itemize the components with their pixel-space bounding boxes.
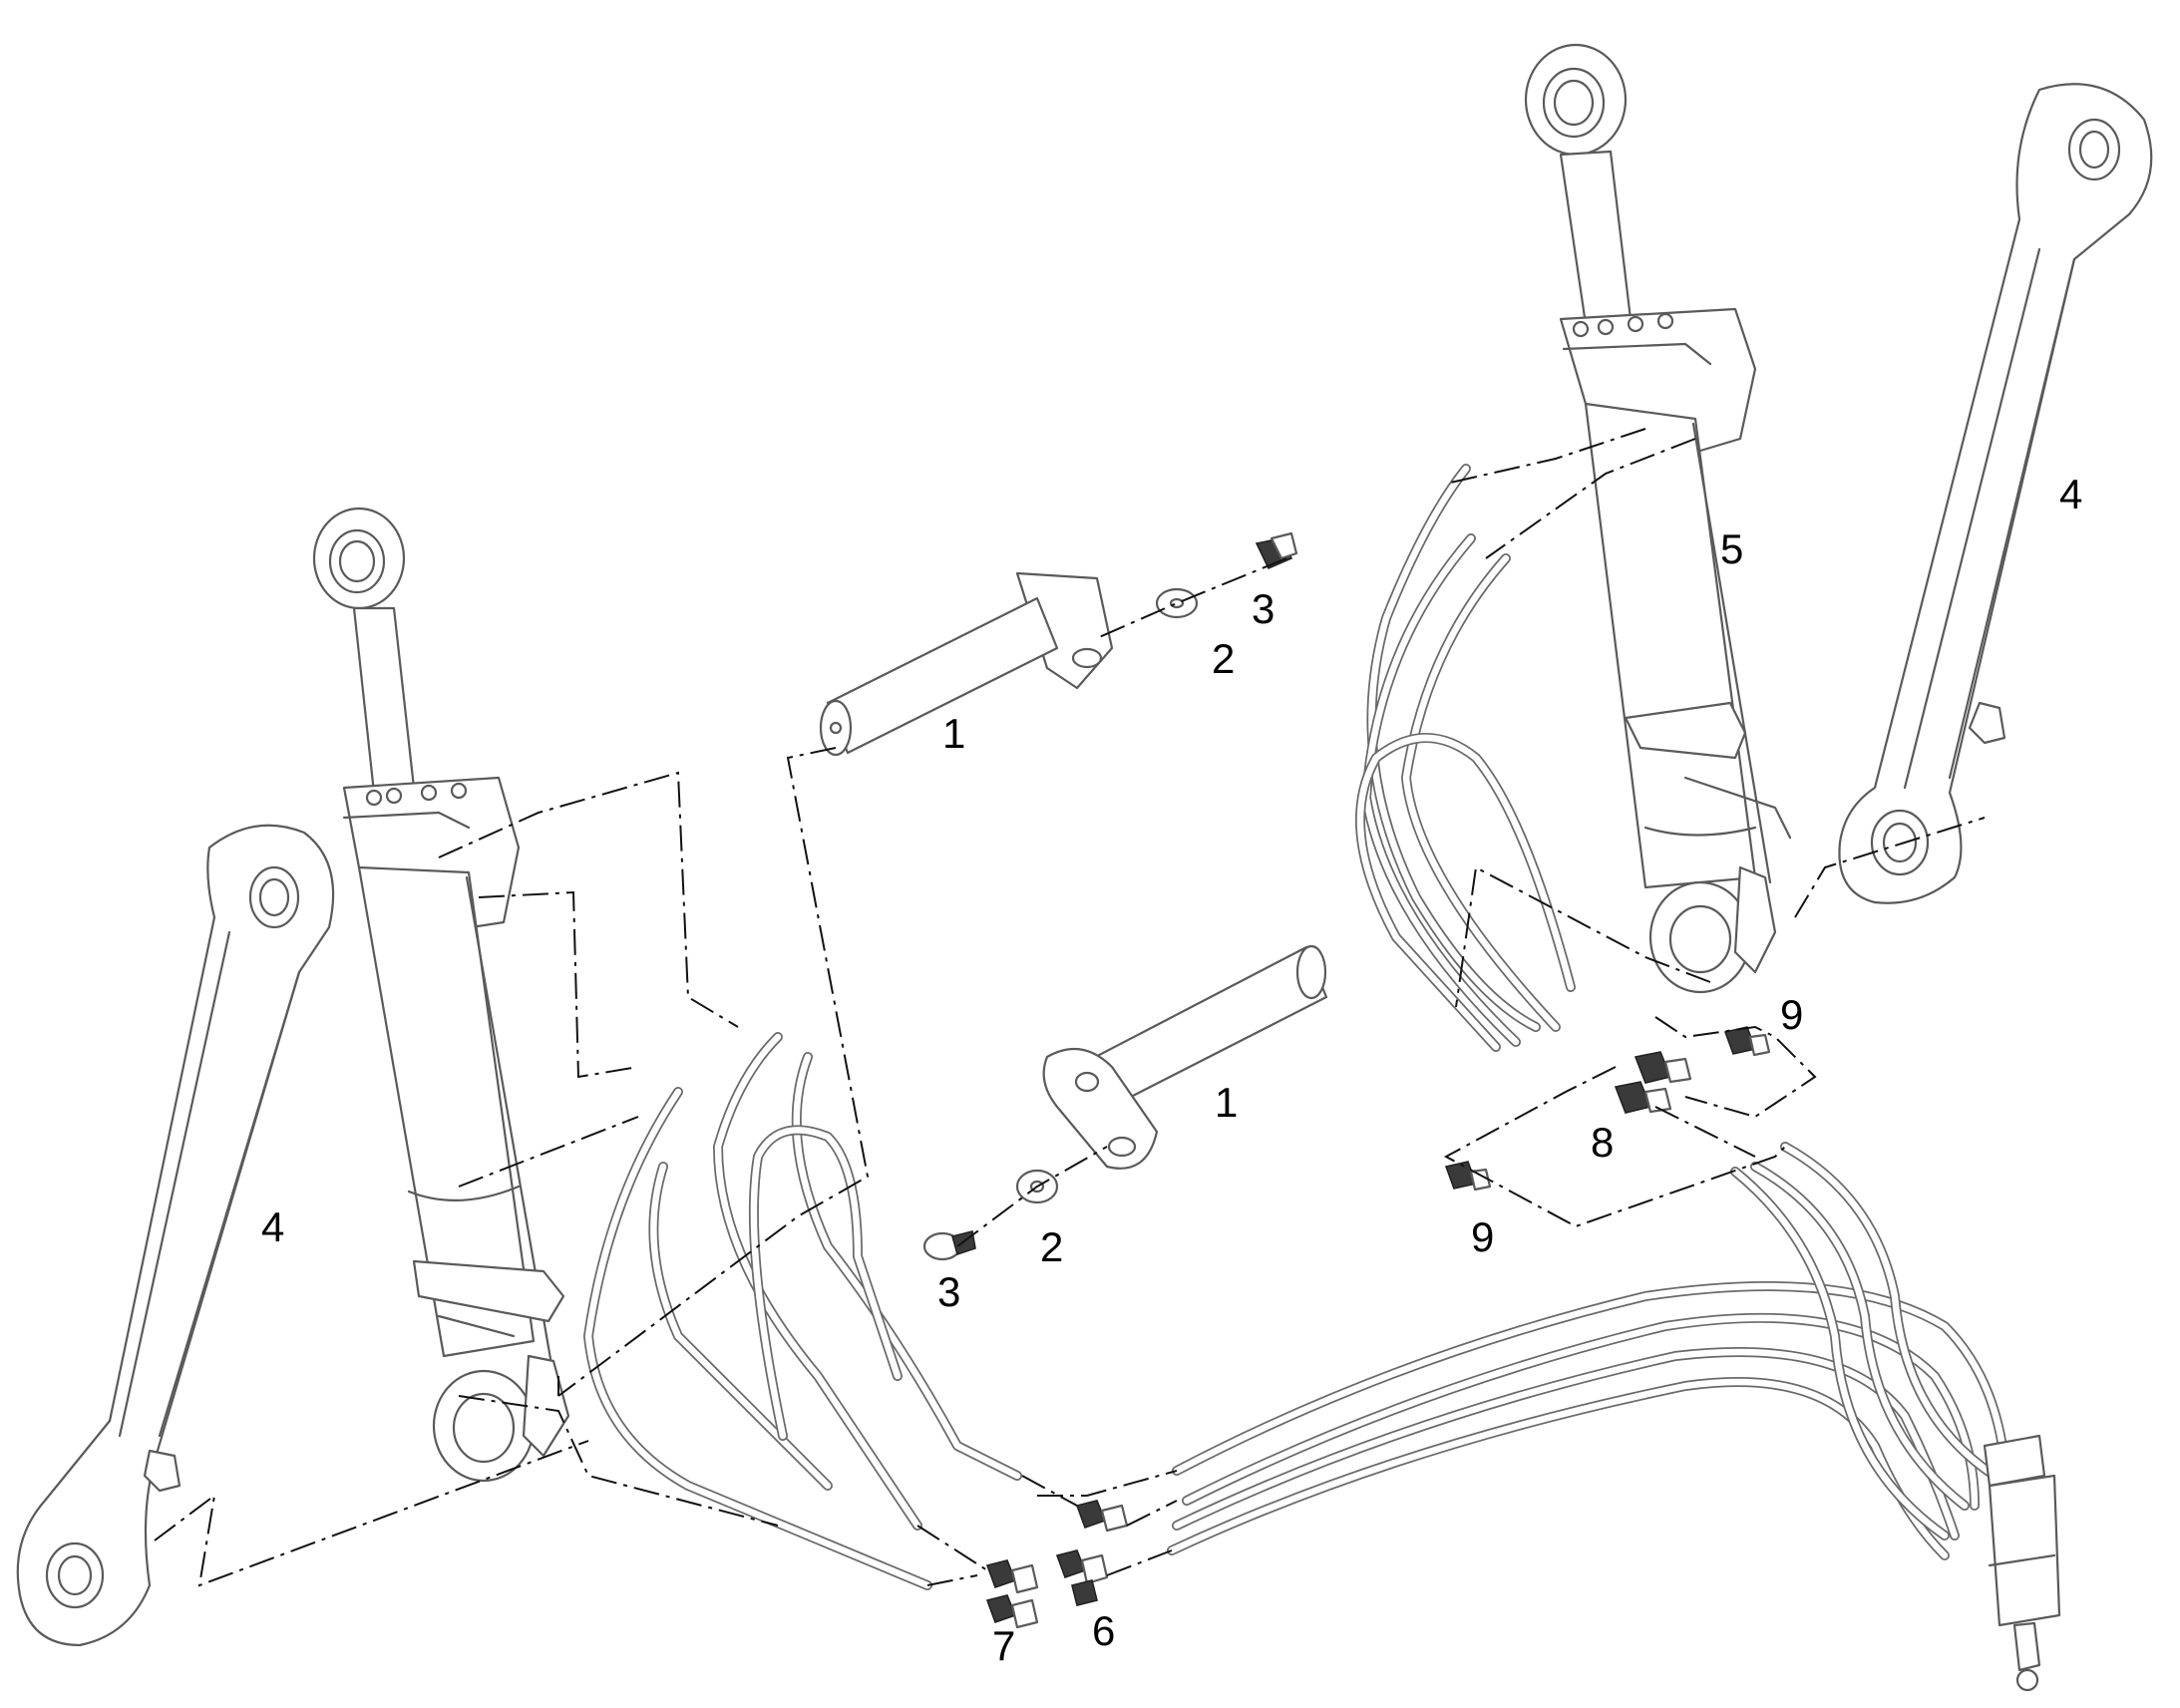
control-valve-block <box>1983 1434 2061 1692</box>
callout-pin-top: 1 <box>942 710 965 757</box>
callout-cylinder-right: 5 <box>1720 525 1743 572</box>
link-arm-left <box>16 824 335 1647</box>
adapter-fittings-center <box>1614 1051 1692 1114</box>
callout-washer-bottom: 2 <box>1040 1223 1063 1270</box>
hydraulic-hoses-right <box>1355 464 1576 1052</box>
callout-bolt-top: 3 <box>1252 585 1274 632</box>
callout-adapter-fitting-top: 9 <box>1780 991 1803 1038</box>
callout-washer-top: 2 <box>1212 635 1235 682</box>
callout-adapter-fittings-center: 8 <box>1591 1119 1614 1166</box>
pivot-pin-center <box>1042 944 1328 1170</box>
callout-elbow-fittings-center: 6 <box>1092 1607 1115 1654</box>
callout-bolt-bottom: 3 <box>937 1268 960 1315</box>
link-arm-right <box>1838 83 2153 904</box>
adapter-fitting-bottom <box>1444 1161 1492 1192</box>
callout-labels: 1 2 3 1 2 3 4 4 5 6 7 8 9 9 <box>261 471 2082 1669</box>
callout-link-right: 4 <box>2059 471 2082 517</box>
elbow-fittings-left <box>985 1559 1039 1629</box>
hydraulic-cylinder-left <box>312 507 570 1483</box>
callout-link-left: 4 <box>261 1203 284 1250</box>
hydraulic-hoses-valve-bundle <box>1167 1142 2009 1560</box>
adapter-fitting-top <box>1723 1026 1771 1057</box>
callout-pin-center: 1 <box>1215 1079 1238 1126</box>
washer-top <box>1155 587 1199 619</box>
callout-elbow-fittings-left: 7 <box>992 1622 1015 1669</box>
assembly-leader-lines <box>154 428 1986 1587</box>
pivot-pin-top <box>819 571 1114 757</box>
elbow-fittings-center <box>1055 1500 1129 1606</box>
callout-adapter-fitting-bottom: 9 <box>1471 1213 1494 1260</box>
bolt-bottom <box>922 1230 976 1261</box>
hydraulic-cylinder-right <box>1524 43 1792 994</box>
